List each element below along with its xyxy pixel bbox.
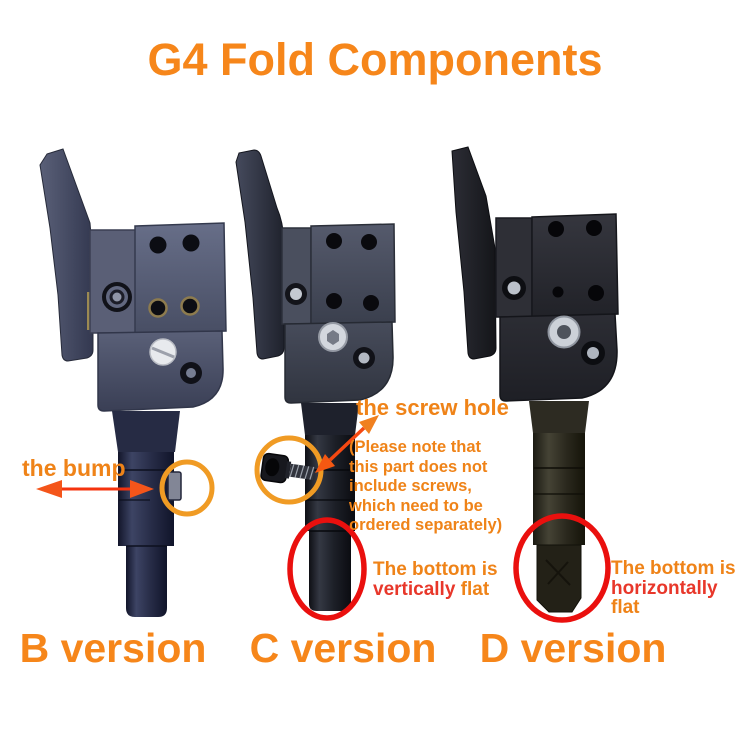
b-left-block (89, 229, 137, 334)
d-bottom-emphasis: horizontally (611, 577, 718, 599)
d-side-screw (502, 276, 526, 300)
bump-arrow (36, 480, 154, 498)
d-fold-lever-icon (451, 146, 497, 360)
c-lower-block (284, 321, 394, 404)
c-hex-bolt (318, 322, 348, 352)
screw-note: (Please note that this part does not inc… (349, 438, 503, 534)
c-left-block (281, 227, 312, 325)
c-bottom-note: The bottom is vertically flat (373, 560, 498, 599)
d-screw-holes (548, 220, 604, 301)
d-washer-screw (547, 315, 581, 349)
c-fold-lever-icon (235, 149, 285, 360)
screw-icon (260, 452, 315, 484)
d-bottom-note-line2: horizontally flat (611, 577, 750, 618)
d-version-label: D version (479, 625, 667, 671)
bump-highlight-circle (159, 459, 215, 517)
d-bottom-highlight-circle (513, 513, 611, 623)
c-flat-bottom (309, 531, 351, 611)
c-version-photo (235, 149, 396, 611)
b-cap-screw (180, 362, 202, 384)
c-screw-holes (326, 233, 379, 311)
d-left-block (495, 217, 533, 318)
c-cap-screw (353, 347, 375, 369)
d-bottom-note: The bottom is horizontally flat (611, 559, 750, 618)
c-side-screw (285, 283, 307, 305)
b-version-label: B version (19, 625, 207, 671)
b-lower-block (97, 330, 224, 412)
c-stem (301, 403, 359, 611)
c-bottom-highlight-circle (287, 517, 367, 621)
screw-hole-label: the screw hole (356, 395, 509, 420)
b-version-photo (39, 148, 227, 617)
b-slotted-screw (149, 338, 177, 366)
annotation-shapes (36, 415, 611, 623)
c-bottom-note-line2: vertically flat (373, 578, 498, 600)
b-main-block (134, 222, 227, 334)
c-bottom-emphasis: vertically (373, 578, 456, 600)
d-lower-block (499, 313, 618, 402)
bump-label: the bump (22, 455, 126, 481)
d-main-block (531, 213, 619, 318)
b-stem (112, 411, 182, 617)
b-pivot-bearing (102, 282, 132, 312)
b-fold-lever-icon (39, 148, 94, 362)
b-screw-holes (148, 234, 200, 318)
c-version-label: C version (249, 625, 437, 671)
d-version-photo (451, 146, 619, 613)
d-cap-screw (581, 341, 605, 365)
d-bottom-suffix: flat (611, 597, 640, 618)
c-bottom-note-line1: The bottom is (373, 559, 498, 580)
c-bottom-suffix: flat (455, 578, 490, 600)
screw-hole-arrow (315, 415, 379, 473)
d-bottom-note-line1: The bottom is (611, 558, 736, 579)
d-flat-bottom (536, 544, 582, 613)
page-title: G4 Fold Components (147, 34, 603, 85)
d-stem (529, 401, 589, 613)
bump (167, 471, 182, 501)
c-main-block (310, 223, 396, 325)
